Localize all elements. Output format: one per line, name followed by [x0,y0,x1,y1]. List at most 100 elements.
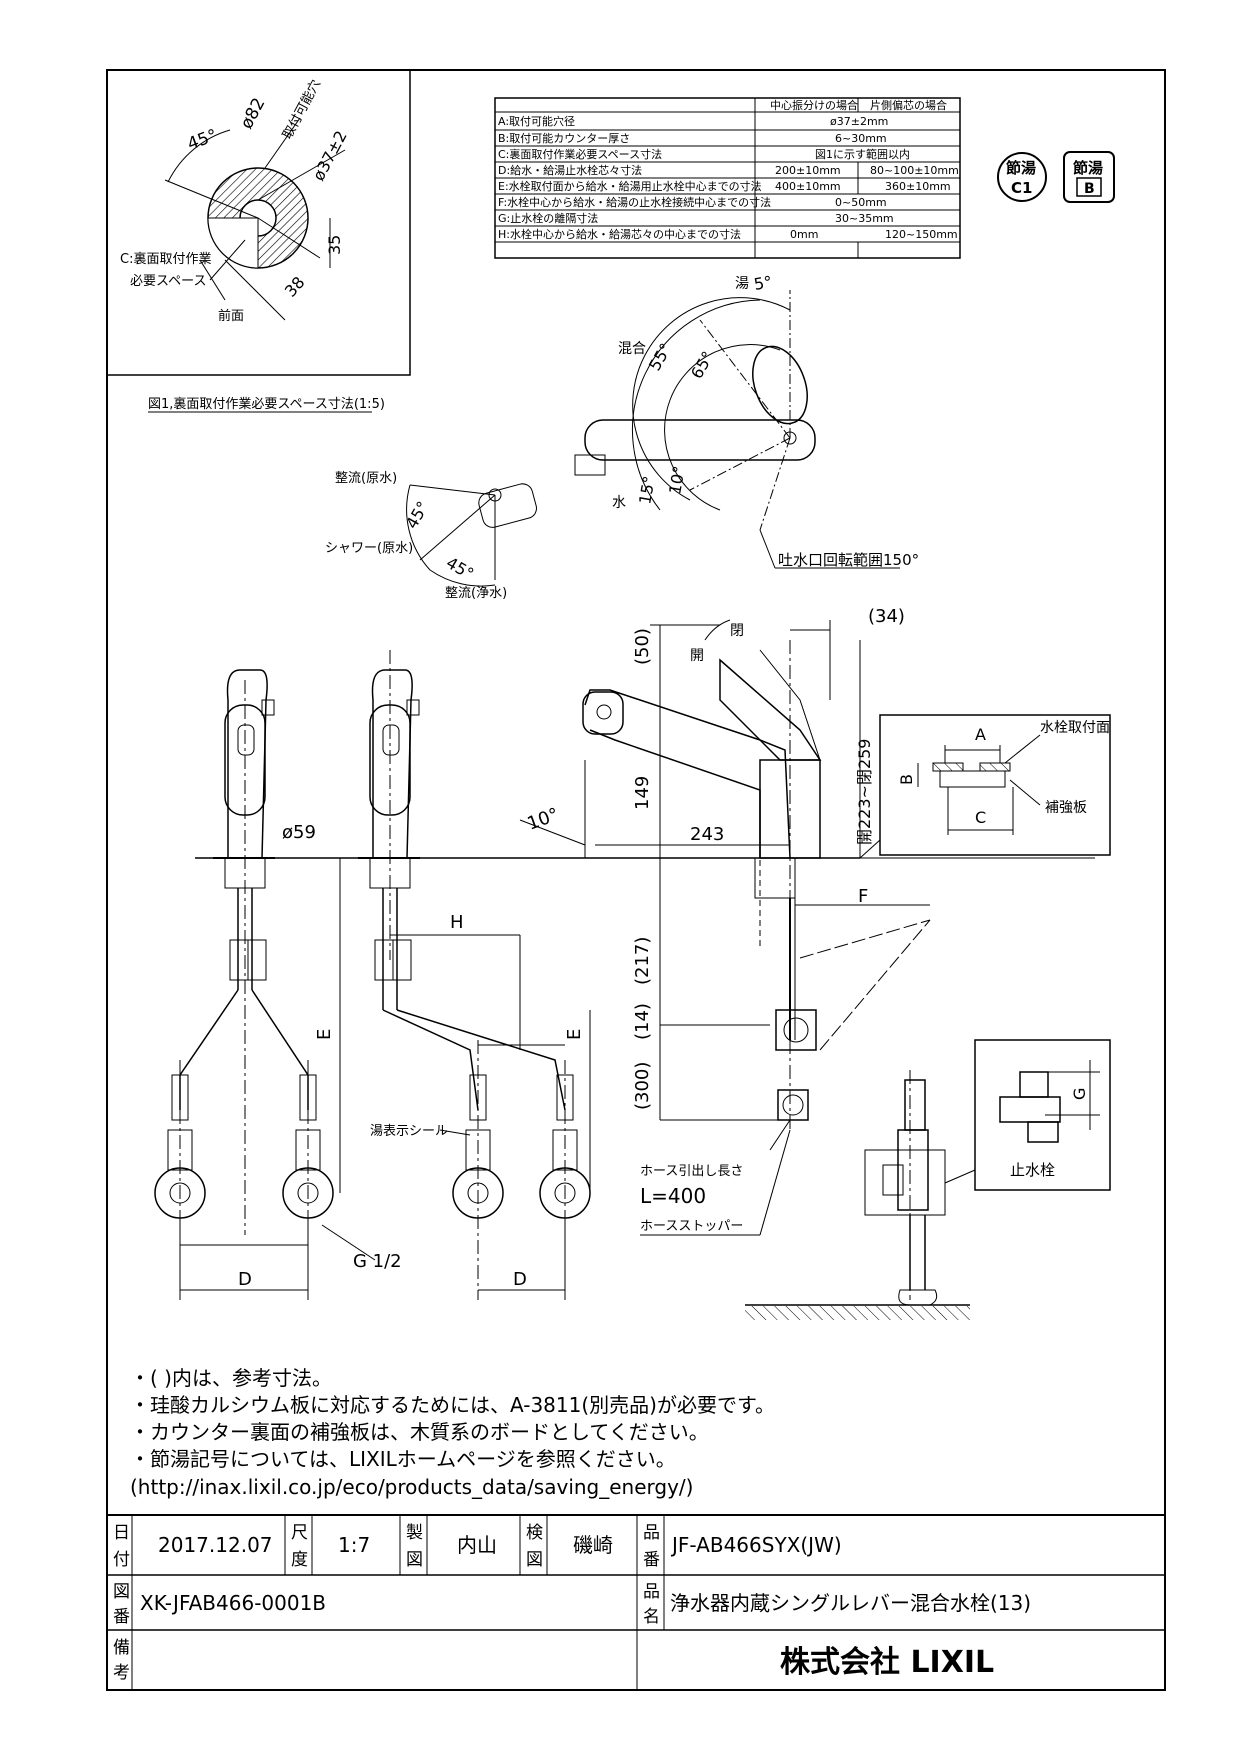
svg-text:節湯: 節湯 [1073,159,1103,177]
badge-b: 節湯 B [1063,151,1115,203]
tb-drawing-no: XK-JFAB466-0001B [140,1591,326,1615]
elev-H: H [450,912,464,933]
top-angle-10: 10° [665,464,689,495]
spec-row-label: F:水栓中心から給水・給湯の止水栓接続中心までの寸法 [498,195,771,209]
elev-E2: E [564,1029,585,1040]
spec-header-offset: 片側偏芯の場合 [870,98,947,112]
detail-space-label-1: C:裏面取付作業 [120,251,211,267]
elev-dia59: ø59 [282,822,316,843]
spray-flow-pure: 整流(浄水) [445,586,507,601]
svg-text:備: 備 [113,1638,130,1658]
spec-row-label: B:取付可能カウンター厚さ [498,131,630,145]
stop-G: G [1070,1088,1089,1100]
top-hot: 湯 [735,275,749,292]
spec-row-label: E:水栓取付面から給水・給湯用止水栓中心までの寸法 [498,179,762,193]
mount-A: A [975,725,986,744]
spec-row-value: 200±10mm [775,164,841,177]
spec-row-value: ø37±2mm [830,115,888,128]
spray-view: 整流(原水) シャワー(原水) 整流(浄水) 45° 45° [325,471,537,601]
elev-D1: D [238,1269,252,1290]
elev-hose-len-1: ホース引出し長さ [640,1164,743,1179]
spec-row-value: 400±10mm [775,180,841,193]
elev-dim-149: 149 [632,776,653,810]
detail-dim-38: 38 [281,273,309,301]
svg-text:検: 検 [526,1523,543,1543]
elev-hot-seal: 湯表示シール [370,1124,448,1139]
svg-text:品: 品 [643,1582,660,1602]
spray-shower-raw: シャワー(原水) [325,541,413,556]
detail-angle: 45° [185,126,220,155]
spec-table: 中心振分けの場合 片側偏芯の場合 A:取付可能穴径 ø37±2mm B:取付可能… [494,97,961,259]
spec-row-value: 0~50mm [835,196,887,209]
elev-D2: D [513,1269,527,1290]
spec-row-value: 0mm [790,228,818,241]
stop-valve-label: 止水栓 [1010,1161,1055,1179]
svg-text:品: 品 [643,1523,660,1543]
spec-row-value: 6~30mm [835,132,887,145]
tb-date: 2017.12.07 [158,1533,273,1557]
detail-outer-diameter: ø82 [237,95,270,133]
elev-dim-259: 開223~閉259 [855,739,874,846]
spray-flow-raw: 整流(原水) [335,471,397,486]
tb-drawn-by: 内山 [457,1533,497,1557]
spec-row-value: 80~100±10mm [870,164,959,177]
stop-valve-detail: G 止水栓 [974,1039,1111,1191]
svg-text:付: 付 [113,1550,130,1570]
note-line: ・カウンター裏面の補強板は、木質系のボードとしてください。 [130,1420,709,1444]
svg-text:B: B [1084,181,1095,197]
svg-text:図: 図 [406,1550,423,1570]
elev-g-half: G 1/2 [353,1251,402,1272]
elev-dim-14: (14) [632,1003,653,1040]
mount-surface: 水栓取付面 [1040,720,1110,736]
mount-detail: A B C 水栓取付面 補強板 [859,714,1111,859]
svg-text:名: 名 [643,1607,660,1627]
spec-row-value: 30~35mm [835,212,894,225]
spec-row-label: A:取付可能穴径 [498,114,575,128]
top-angle-5: 5° [752,272,773,294]
tb-company: 株式会社 LIXIL [780,1645,994,1680]
top-angle-55: 55° [645,340,676,374]
elev-F: F [858,886,868,907]
detail-front-label: 前面 [218,308,244,324]
elev-open-2: 開 [690,648,704,664]
svg-text:尺: 尺 [291,1523,308,1543]
elev-dim-50: (50) [632,628,653,665]
elev-dim-217: (217) [632,937,653,985]
detail-caption: 図1,裏面取付作業必要スペース寸法(1:5) [148,396,385,412]
elev-open-1: 閉 [730,623,744,639]
svg-text:番: 番 [113,1607,130,1627]
note-line: (http://inax.lixil.co.jp/eco/products_da… [130,1475,693,1499]
tb-checked-by: 磯崎 [573,1533,613,1557]
tb-part-no: JF-AB466SYX(JW) [670,1533,842,1557]
spec-row-value: 図1に示す範囲以内 [815,147,910,161]
svg-text:図: 図 [526,1550,543,1570]
svg-text:日: 日 [113,1523,130,1543]
spray-angle-b: 45° [443,553,477,584]
mount-reinforce: 補強板 [1045,800,1087,816]
svg-text:節湯: 節湯 [1006,159,1036,177]
notes: ・( )内は、参考寸法。 ・珪酸カルシウム板に対応するためには、A-3811(別… [130,1366,775,1499]
top-angle-15: 15° [635,474,659,505]
svg-text:考: 考 [113,1663,130,1683]
outer-frame [106,69,1166,1691]
spec-row-label: C:裏面取付作業必要スペース寸法 [498,147,662,161]
spec-row-label: G:止水栓の離隔寸法 [498,211,598,225]
elev-dim-34: (34) [868,606,905,627]
svg-text:図: 図 [113,1582,130,1602]
elev-hose-stopper: ホースストッパー [640,1219,743,1234]
badge-c1: 節湯 C1 [997,152,1047,202]
svg-text:番: 番 [643,1550,660,1570]
top-rotation: 吐水口回転範囲150° [778,551,919,569]
detail-hole-label: 取付可能穴 [280,77,324,141]
spec-header-center: 中心振分けの場合 [770,98,858,112]
elev-dim-300: (300) [632,1062,653,1110]
spec-row-label: D:給水・給湯止水栓芯々寸法 [498,163,642,177]
title-block: 日 付 2017.12.07 尺 度 1:7 製 図 内山 検 図 磯崎 品 番… [107,1514,1165,1690]
top-mix: 混合 [618,341,646,357]
svg-text:度: 度 [291,1550,308,1570]
mount-B: B [897,774,916,785]
spec-row-value: 360±10mm [885,180,951,193]
top-view: 湯 5° 混合 55° 65° 水 15° 10° 吐水口回転範囲150° [574,272,919,569]
detail-figure: 45° ø82 取付可能穴 ø37±2 35 38 C:裏面取付作業 必要スペー… [106,69,411,413]
